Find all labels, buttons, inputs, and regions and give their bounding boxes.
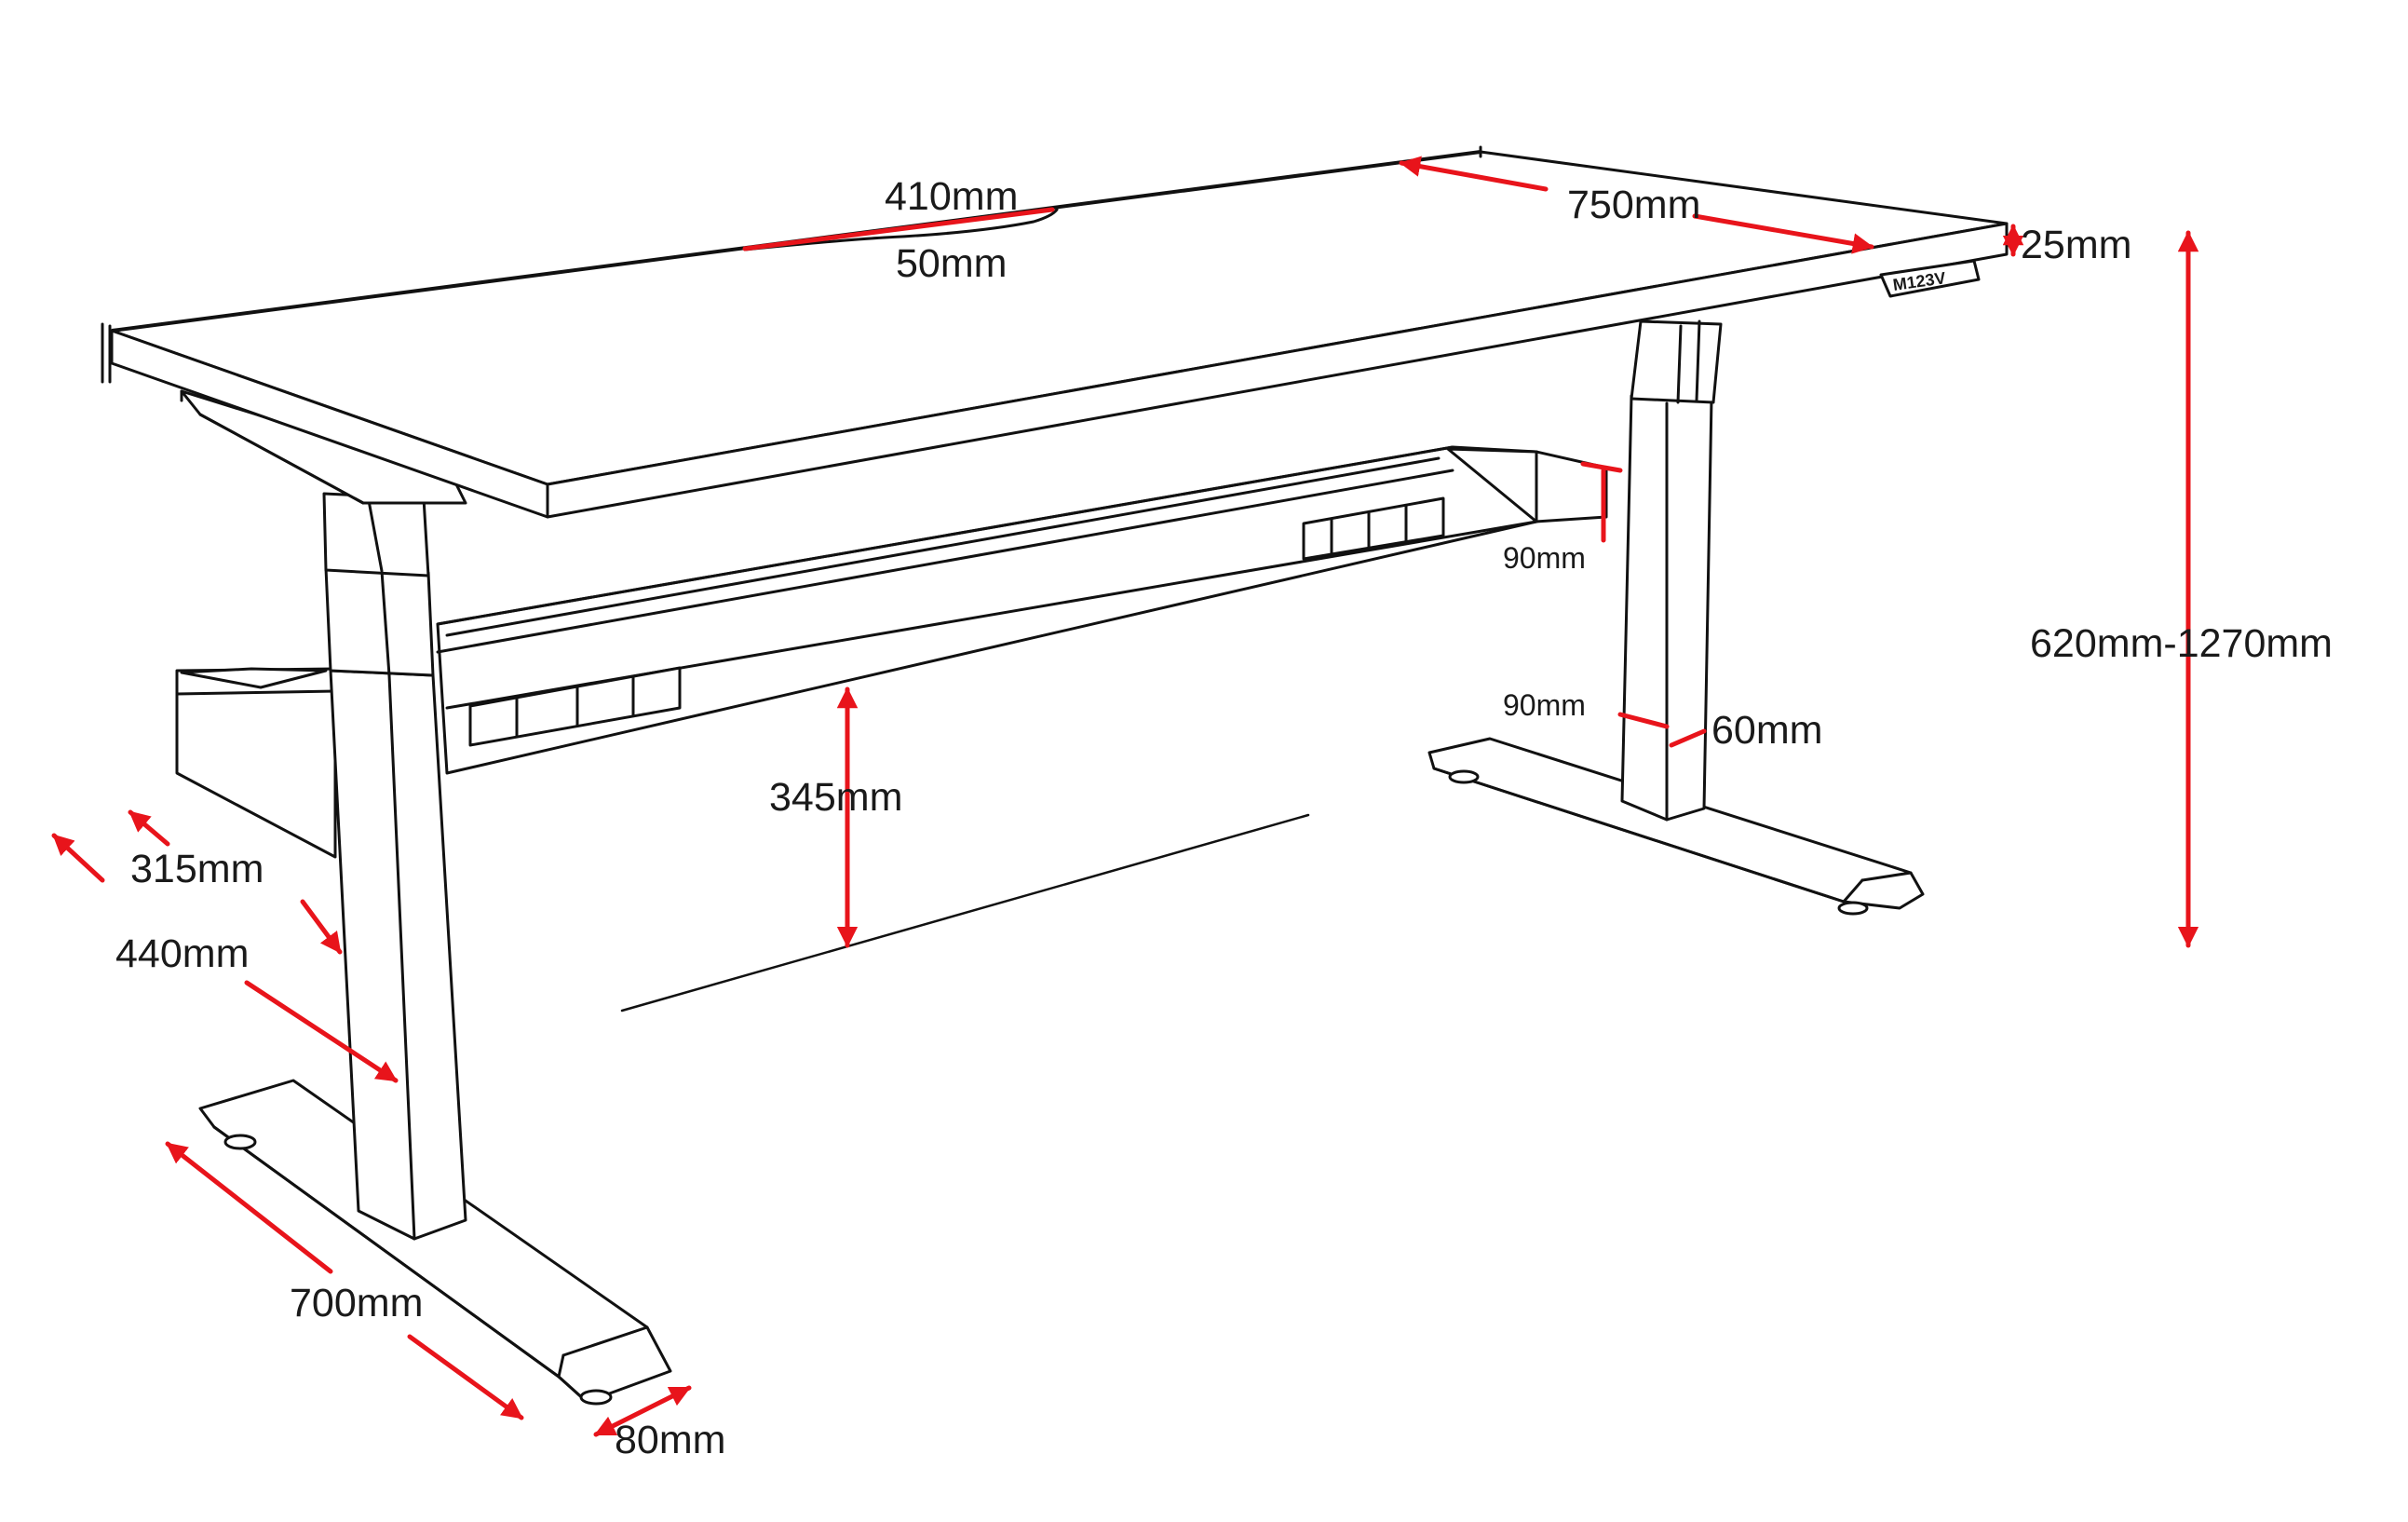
label-cutout-depth: 50mm [896,241,1007,286]
column-width-arrow [1669,728,1707,748]
desk-illustration: M123V [101,145,2009,1406]
desk-top [101,145,2009,519]
dimension-labels: 750mm 410mm 50mm 25mm 620mm-1270mm 90mm … [115,174,2333,1462]
label-cutout-length: 410mm [885,174,1018,219]
foot-length-arrow-a [165,1141,333,1274]
label-height-range: 620mm-1270mm [2030,621,2333,666]
left-column [322,492,467,1241]
label-foot-width: 80mm [615,1418,725,1462]
left-rear-frame [175,667,337,859]
controller-keypad: M123V [1879,259,1981,298]
right-column [1620,319,1723,822]
dim-440-arrow-a [51,833,105,883]
top-width-arrow-a [1399,156,1549,192]
foot-length-arrow-b [407,1334,524,1420]
label-foot-length: 700mm [290,1281,423,1325]
floor-line [620,813,1310,1012]
column-depth-arrow [1617,712,1670,729]
dim-440-arrow-b [244,980,399,1083]
label-bracket-height: 90mm [1503,541,1586,575]
label-beam-clearance: 345mm [769,775,902,820]
label-column-width: 60mm [1711,708,1822,753]
dim-315-arrow-a [128,809,170,847]
bracket-height-tick [1580,461,1623,473]
cutout-length-line [742,207,1055,251]
dim-315-arrow-b [300,899,343,955]
foot-width-arrow [593,1385,692,1437]
top-width-arrow-b [1692,213,1874,254]
label-top-width: 750mm [1567,183,1700,227]
label-top-thickness: 25mm [2021,223,2131,267]
cross-beam [436,445,1608,775]
label-column-depth: 90mm [1503,688,1586,722]
label-dim-440: 440mm [115,931,249,976]
right-foot [1427,737,1925,916]
label-dim-315: 315mm [130,847,264,891]
dimension-arrows [51,156,2199,1437]
left-foot [198,1079,672,1406]
